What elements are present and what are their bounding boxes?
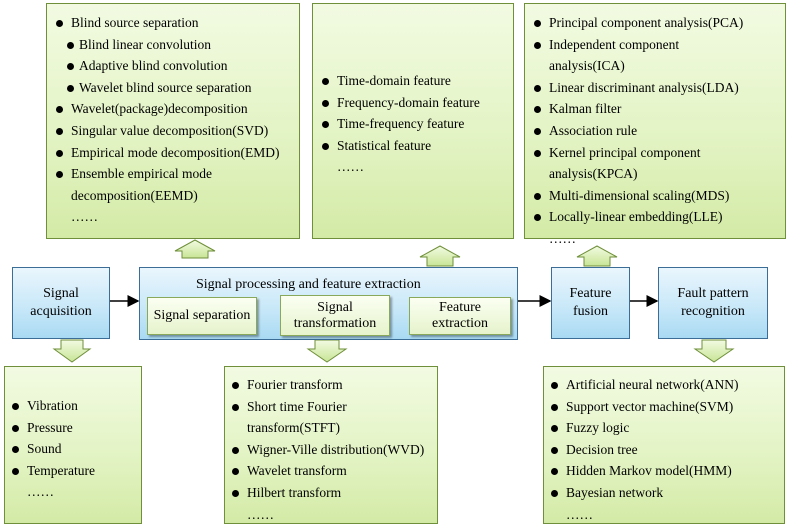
list-item: Artificial neural network(ANN) [548,374,782,396]
list-item-ellipsis: …… [549,230,576,246]
list-item-ellipsis: …… [337,159,364,175]
list-item: Fourier transform [229,374,435,396]
signal-processing-title: Signal processing and feature extraction [196,277,421,292]
list-item: Wigner-Ville distribution(WVD) [229,439,435,461]
list-item: Blind source separation [53,12,297,34]
list-item-ellipsis: …… [566,506,593,522]
down-arrow-right [693,339,735,363]
list-item: Wavelet(package)decomposition [53,98,297,120]
list-item: Hidden Markov model(HMM) [548,460,782,482]
feature-fusion-methods-list: Principal component analysis(PCA) Indepe… [531,12,783,250]
feature-extraction-box: Feature extraction [409,297,511,335]
list-item: Frequency-domain feature [319,92,513,114]
list-item: Statistical feature [319,135,513,157]
signal-transformation-box: Signal transformation [280,295,390,336]
list-item: Blind linear convolution [53,34,297,56]
fault-recognition-methods-box: Artificial neural network(ANN) Support v… [543,366,785,524]
list-item: Singular value decomposition(SVD) [53,120,297,142]
feature-types-box: Time-domain feature Frequency-domain fea… [312,3,514,239]
list-item: Adaptive blind convolution [53,55,297,77]
signal-transform-methods-box: Fourier transform Short time Fourier tra… [224,366,438,524]
signal-types-box: Vibration Pressure Sound Temperature …… [4,366,142,524]
list-item: Fuzzy logic [548,417,782,439]
list-item: Kalman filter [531,98,783,120]
list-item: Wavelet transform [229,460,435,482]
list-item: Sound [9,438,139,460]
list-item: Locally-linear embedding(LLE) [531,206,783,228]
up-arrow-middle [419,245,461,267]
signal-separation-methods-list: Blind source separation Blind linear con… [53,12,297,228]
up-arrow-right [576,245,618,267]
signal-acquisition-box: Signal acquisition [12,267,110,339]
list-item-ellipsis: …… [27,484,54,500]
feature-fusion-label: Feature fusion [569,286,612,319]
feature-fusion-methods-box: Principal component analysis(PCA) Indepe… [524,3,786,246]
signal-separation-methods-box: Blind source separation Blind linear con… [46,3,300,239]
fault-pattern-recognition-box: Fault pattern recognition [658,267,768,339]
list-item: Bayesian network [548,482,782,504]
list-item: Pressure [9,417,139,439]
list-item: Kernel principal component analysis(KPCA… [531,142,779,185]
list-item: Linear discriminant analysis(LDA) [531,77,783,99]
signal-acquisition-label: Signal acquisition [30,286,92,319]
signal-separation-label: Signal separation [153,308,251,323]
list-item: Ensemble empirical mode decomposition(EE… [53,163,276,206]
feature-fusion-box: Feature fusion [551,267,630,339]
list-item: Empirical mode decomposition(EMD) [53,142,297,164]
list-item: Principal component analysis(PCA) [531,12,783,34]
signal-separation-box: Signal separation [147,297,257,335]
list-item: Time-frequency feature [319,113,513,135]
list-item: Short time Fourier transform(STFT) [229,396,432,439]
list-item: Independent component analysis(ICA) [531,34,749,77]
feature-extraction-label: Feature extraction [432,300,488,331]
list-item: Support vector machine(SVM) [548,396,782,418]
signal-types-list: Vibration Pressure Sound Temperature …… [9,395,139,503]
list-item: Association rule [531,120,783,142]
down-arrow-middle [306,339,348,363]
list-item: Wavelet blind source separation [53,77,297,99]
down-arrow-left [52,339,92,363]
up-arrow-left [174,239,216,259]
fault-recognition-methods-list: Artificial neural network(ANN) Support v… [548,374,782,525]
signal-transform-methods-list: Fourier transform Short time Fourier tra… [229,374,435,525]
list-item: Multi-dimensional scaling(MDS) [531,185,783,207]
feature-types-list: Time-domain feature Frequency-domain fea… [319,70,513,178]
fault-pattern-recognition-label: Fault pattern recognition [677,286,749,319]
signal-transformation-label: Signal transformation [293,299,377,331]
list-item: Vibration [9,395,139,417]
list-item: Temperature [9,460,139,482]
list-item: Decision tree [548,439,782,461]
list-item: Hilbert transform [229,482,435,504]
list-item: Time-domain feature [319,70,513,92]
list-item-ellipsis: …… [71,209,98,225]
list-item-ellipsis: …… [247,506,274,522]
